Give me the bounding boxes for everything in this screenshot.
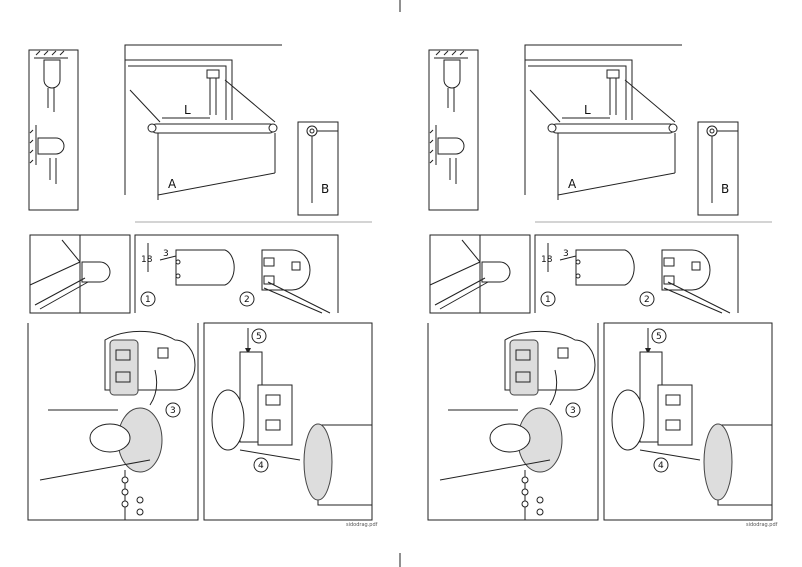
- end-cap-panel: 5 4: [603, 322, 773, 521]
- step-2-label: 2: [644, 295, 650, 305]
- measurement-panel: L A: [124, 44, 282, 200]
- mount-options-panel: [28, 49, 79, 211]
- step-2-badge: [239, 291, 255, 307]
- dim-18: 18: [541, 255, 553, 265]
- label-B: B: [321, 182, 329, 196]
- step-3-label: 3: [570, 406, 576, 416]
- step-4-label: 4: [258, 461, 264, 471]
- label-A: A: [168, 177, 177, 191]
- instruction-half-copy: L A B 18 3 1: [427, 44, 778, 528]
- bracket-steps-panel: 18 3 1 2: [134, 234, 339, 314]
- step-3-label: 3: [170, 406, 176, 416]
- step-5-label: 5: [656, 332, 662, 342]
- step-5-badge: [251, 328, 267, 344]
- side-view-panel: B: [697, 121, 739, 216]
- step-2-badge: [639, 291, 655, 307]
- instruction-half: L A B 18 3 1: [27, 44, 378, 528]
- chain-side-panel: 3: [427, 323, 599, 521]
- bracket-mount-panel: [29, 234, 131, 314]
- footer-filename: sidodrag.pdf: [746, 522, 778, 528]
- label-A: A: [568, 177, 577, 191]
- step-1-label: 1: [145, 295, 151, 305]
- step-2-label: 2: [244, 295, 250, 305]
- measurement-panel: L A: [524, 44, 682, 200]
- label-L: L: [184, 103, 191, 117]
- side-view-panel: B: [297, 121, 339, 216]
- bracket-mount-panel: [429, 234, 531, 314]
- step-3-badge: [165, 402, 181, 418]
- label-B: B: [721, 182, 729, 196]
- end-cap-panel: 5 4: [203, 322, 373, 521]
- step-1-badge: [140, 291, 156, 307]
- step-4-badge: [253, 457, 269, 473]
- dim-3: 3: [563, 249, 569, 259]
- chain-side-panel: 3: [27, 323, 199, 521]
- step-3-badge: [565, 402, 581, 418]
- dim-3: 3: [163, 249, 169, 259]
- footer-filename: sidodrag.pdf: [346, 522, 378, 528]
- step-1-label: 1: [545, 295, 551, 305]
- step-4-label: 4: [658, 461, 664, 471]
- bracket-steps-panel: 18 3 1 2: [534, 234, 739, 314]
- step-5-label: 5: [256, 332, 262, 342]
- step-5-badge: [651, 328, 667, 344]
- dim-18: 18: [141, 255, 153, 265]
- step-1-badge: [540, 291, 556, 307]
- mount-options-panel: [428, 49, 479, 211]
- step-4-badge: [653, 457, 669, 473]
- label-L: L: [584, 103, 591, 117]
